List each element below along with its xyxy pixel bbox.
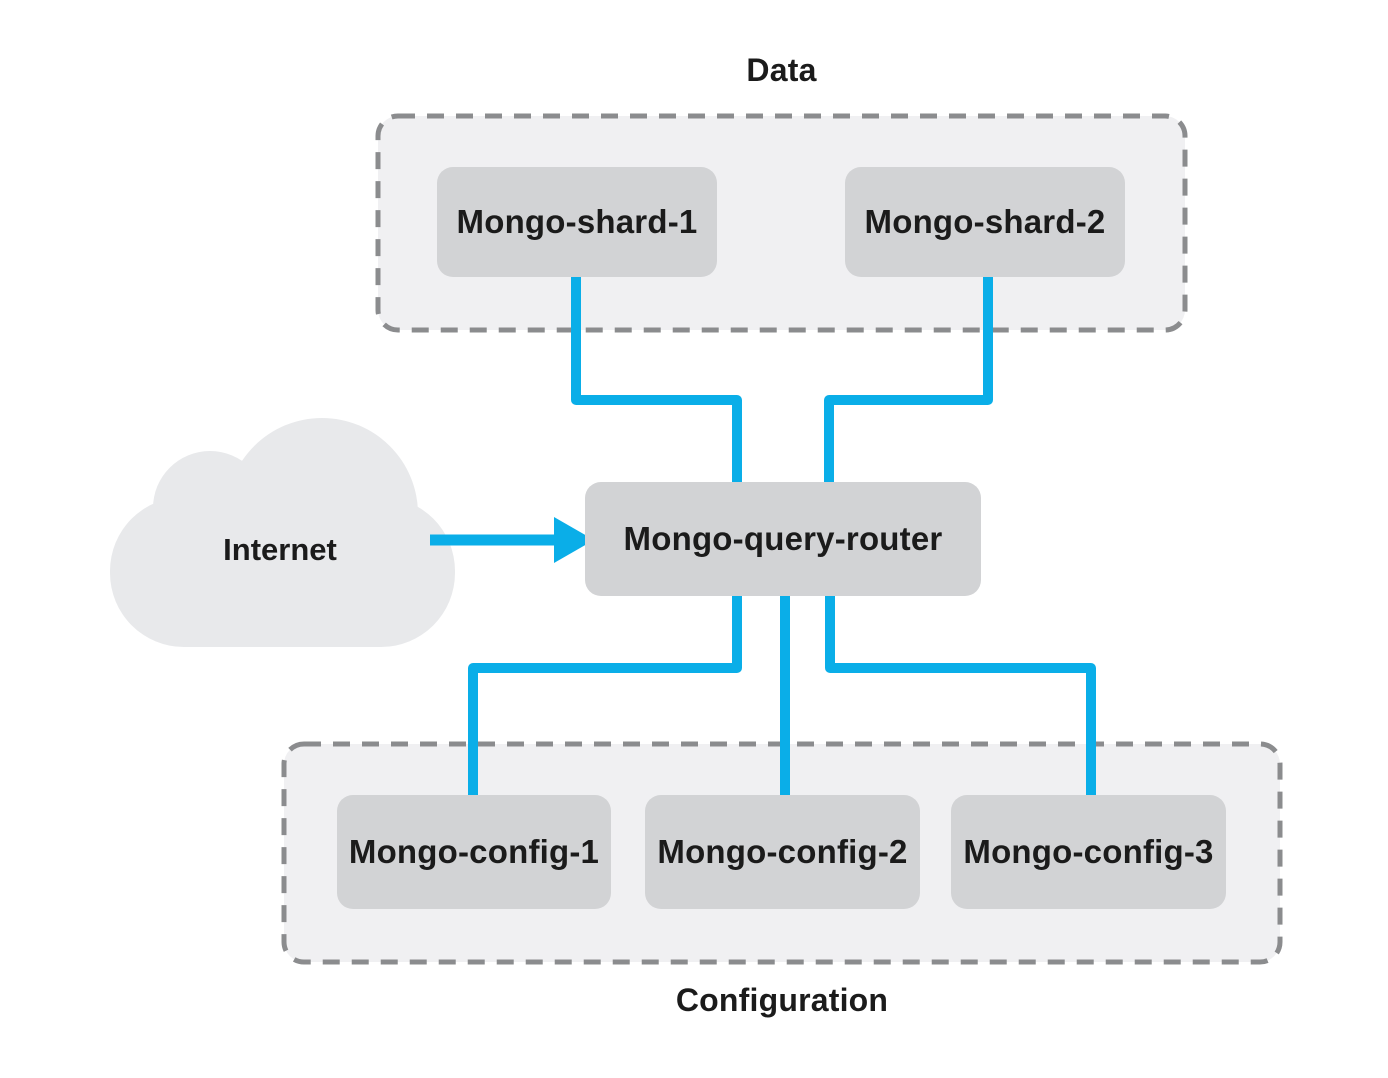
internet-label: Internet	[223, 532, 337, 567]
connector-router-to-config3	[825, 594, 1096, 797]
node-mongo-query-router: Mongo-query-router	[585, 482, 981, 596]
configuration-group-label: Configuration	[675, 982, 889, 1018]
node-mongo-config-2: Mongo-config-2	[645, 795, 920, 909]
node-mongo-shard-2-label: Mongo-shard-2	[864, 203, 1106, 240]
node-mongo-config-2-label: Mongo-config-2	[657, 833, 908, 870]
data-group-label: Data	[746, 52, 817, 88]
node-mongo-config-3: Mongo-config-3	[951, 795, 1226, 909]
node-mongo-shard-1: Mongo-shard-1	[437, 167, 717, 277]
node-mongo-config-3-label: Mongo-config-3	[963, 833, 1214, 870]
node-mongo-config-1-label: Mongo-config-1	[348, 833, 600, 870]
connectors	[468, 275, 1096, 797]
node-mongo-query-router-label: Mongo-query-router	[623, 520, 943, 557]
connector-shard2-to-router	[824, 275, 993, 484]
connector-shard1-to-router	[571, 275, 742, 484]
internet-arrow-icon	[430, 517, 594, 563]
node-mongo-shard-2: Mongo-shard-2	[845, 167, 1125, 277]
internet-cloud-icon	[110, 418, 455, 647]
node-mongo-config-1: Mongo-config-1	[337, 795, 611, 909]
connector-router-to-config1	[468, 594, 742, 797]
node-mongo-shard-1-label: Mongo-shard-1	[456, 203, 698, 240]
